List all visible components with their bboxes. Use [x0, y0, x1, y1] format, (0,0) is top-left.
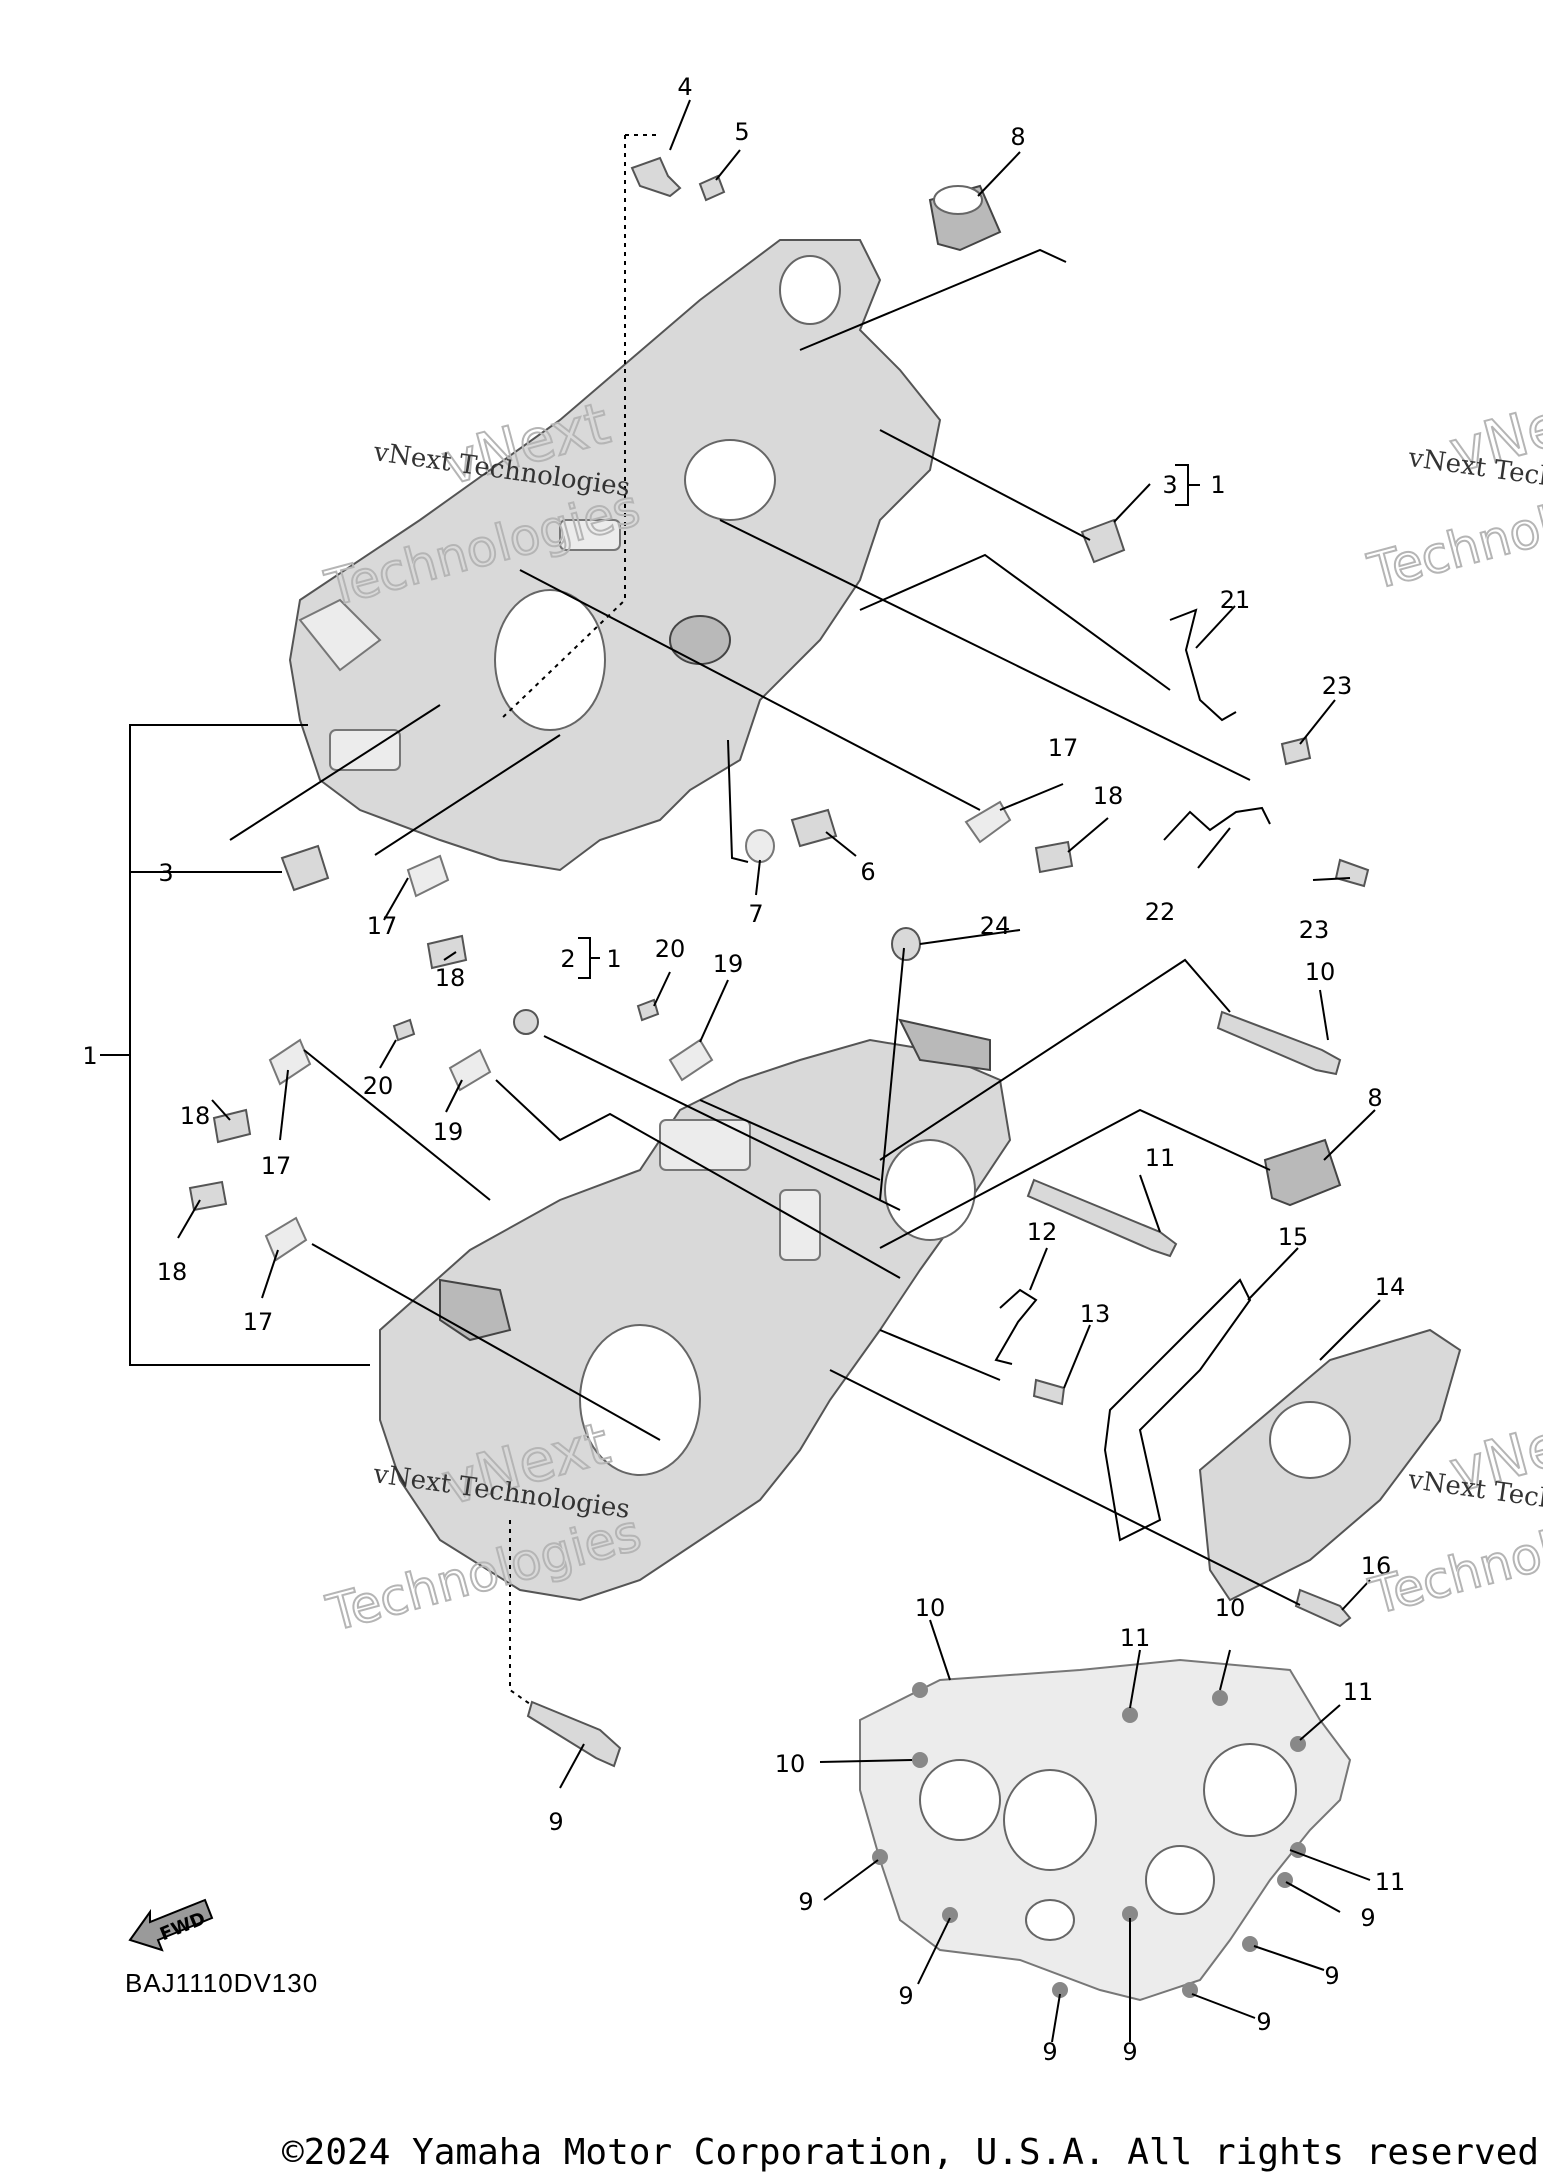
callout-17: 17 [367, 912, 398, 940]
callout-19: 19 [433, 1118, 464, 1146]
part-bracket-22 [1163, 806, 1271, 841]
watermark-upper-right: vNext vNext Technologies Technologies [1361, 375, 1543, 602]
leader-lines [100, 99, 1381, 2043]
callout-4: 4 [677, 73, 692, 101]
callout-11: 11 [1145, 1144, 1176, 1172]
callout-2: 2 [560, 945, 575, 973]
callout-1: 1 [606, 945, 621, 973]
part-dowel-2 [513, 1009, 539, 1035]
callout-17: 17 [261, 1152, 292, 1180]
part-bracket-21 [1169, 608, 1237, 722]
callout-9: 9 [1324, 1962, 1339, 1990]
part-bolt-5 [698, 174, 726, 202]
callout-10: 10 [915, 1594, 946, 1622]
callout-8: 8 [1010, 123, 1025, 151]
callout-3: 3 [158, 859, 173, 887]
callout-15: 15 [1278, 1223, 1309, 1251]
part-bolt-20 [392, 998, 660, 1042]
fwd-arrow-icon: FWD [128, 1898, 214, 1952]
callout-18: 18 [157, 1258, 188, 1286]
callout-22: 22 [1145, 898, 1176, 926]
part-bolt-23 [1280, 736, 1370, 888]
part-washer-7 [745, 829, 775, 863]
part-bolt-4 [630, 156, 682, 198]
right-crankcase-half [379, 1018, 1012, 1602]
callout-10: 10 [1305, 958, 1336, 986]
part-dowel-3-upper [1080, 518, 1126, 564]
part-bolt-10 [1216, 1010, 1342, 1076]
callout-5: 5 [734, 118, 749, 146]
callout-24: 24 [980, 912, 1011, 940]
part-dowel-3-left [280, 844, 330, 892]
callout-10: 10 [1215, 1594, 1246, 1622]
left-crankcase-half [288, 239, 942, 872]
callout-18: 18 [180, 1102, 211, 1130]
callout-20: 20 [363, 1072, 394, 1100]
part-seal-8-lower [1263, 1138, 1342, 1207]
part-seal-8-upper [928, 184, 1002, 252]
callout-10: 10 [775, 1750, 806, 1778]
callout-11: 11 [1120, 1624, 1151, 1652]
callout-11: 11 [1343, 1678, 1374, 1706]
callout-8: 8 [1367, 1084, 1382, 1112]
callout-21: 21 [1220, 586, 1251, 614]
part-bolt-16 [1294, 1588, 1352, 1628]
part-clip-12 [994, 1288, 1038, 1365]
callout-18: 18 [1093, 782, 1124, 810]
callout-6: 6 [860, 858, 875, 886]
callout-12: 12 [1027, 1218, 1058, 1246]
callout-16: 16 [1361, 1552, 1392, 1580]
callout-18: 18 [435, 964, 466, 992]
crankcase-cover [1198, 1328, 1462, 1602]
callout-19: 19 [713, 950, 744, 978]
callout-9: 9 [1042, 2038, 1057, 2066]
part-bolt-6 [790, 808, 838, 848]
part-dowel-24 [891, 927, 921, 961]
cover-gasket [1103, 1278, 1252, 1542]
callout-11: 11 [1375, 1868, 1406, 1896]
callout-20: 20 [655, 935, 686, 963]
callout-numbers: 4 5 8 3 1 21 23 17 18 6 7 22 23 24 3 17 … [82, 73, 1405, 2066]
callout-9: 9 [548, 1808, 563, 1836]
callout-7: 7 [748, 900, 763, 928]
callout-9: 9 [1256, 2008, 1271, 2036]
callout-23: 23 [1299, 916, 1330, 944]
part-plate-19 [448, 1038, 714, 1092]
part-plate-17 [264, 800, 1012, 1262]
callout-9: 9 [1122, 2038, 1137, 2066]
part-bolt-13 [1032, 1378, 1066, 1406]
copyright-notice: ©2024 Yamaha Motor Corporation, U.S.A. A… [282, 2132, 1540, 2173]
diagram-code: BAJ1110DV130 [125, 1968, 319, 1998]
callout-1: 1 [82, 1042, 97, 1070]
callout-17: 17 [243, 1308, 274, 1336]
callout-3: 3 [1162, 471, 1177, 499]
callout-17: 17 [1048, 734, 1079, 762]
callout-13: 13 [1080, 1300, 1111, 1328]
callout-9: 9 [798, 1888, 813, 1916]
callout-1: 1 [1210, 471, 1225, 499]
inset-bolt-pattern [859, 1658, 1352, 2002]
callout-23: 23 [1322, 672, 1353, 700]
callout-14: 14 [1375, 1273, 1406, 1301]
part-bolt-9 [526, 1700, 622, 1768]
callout-9: 9 [1360, 1904, 1375, 1932]
callout-9: 9 [898, 1982, 913, 2010]
